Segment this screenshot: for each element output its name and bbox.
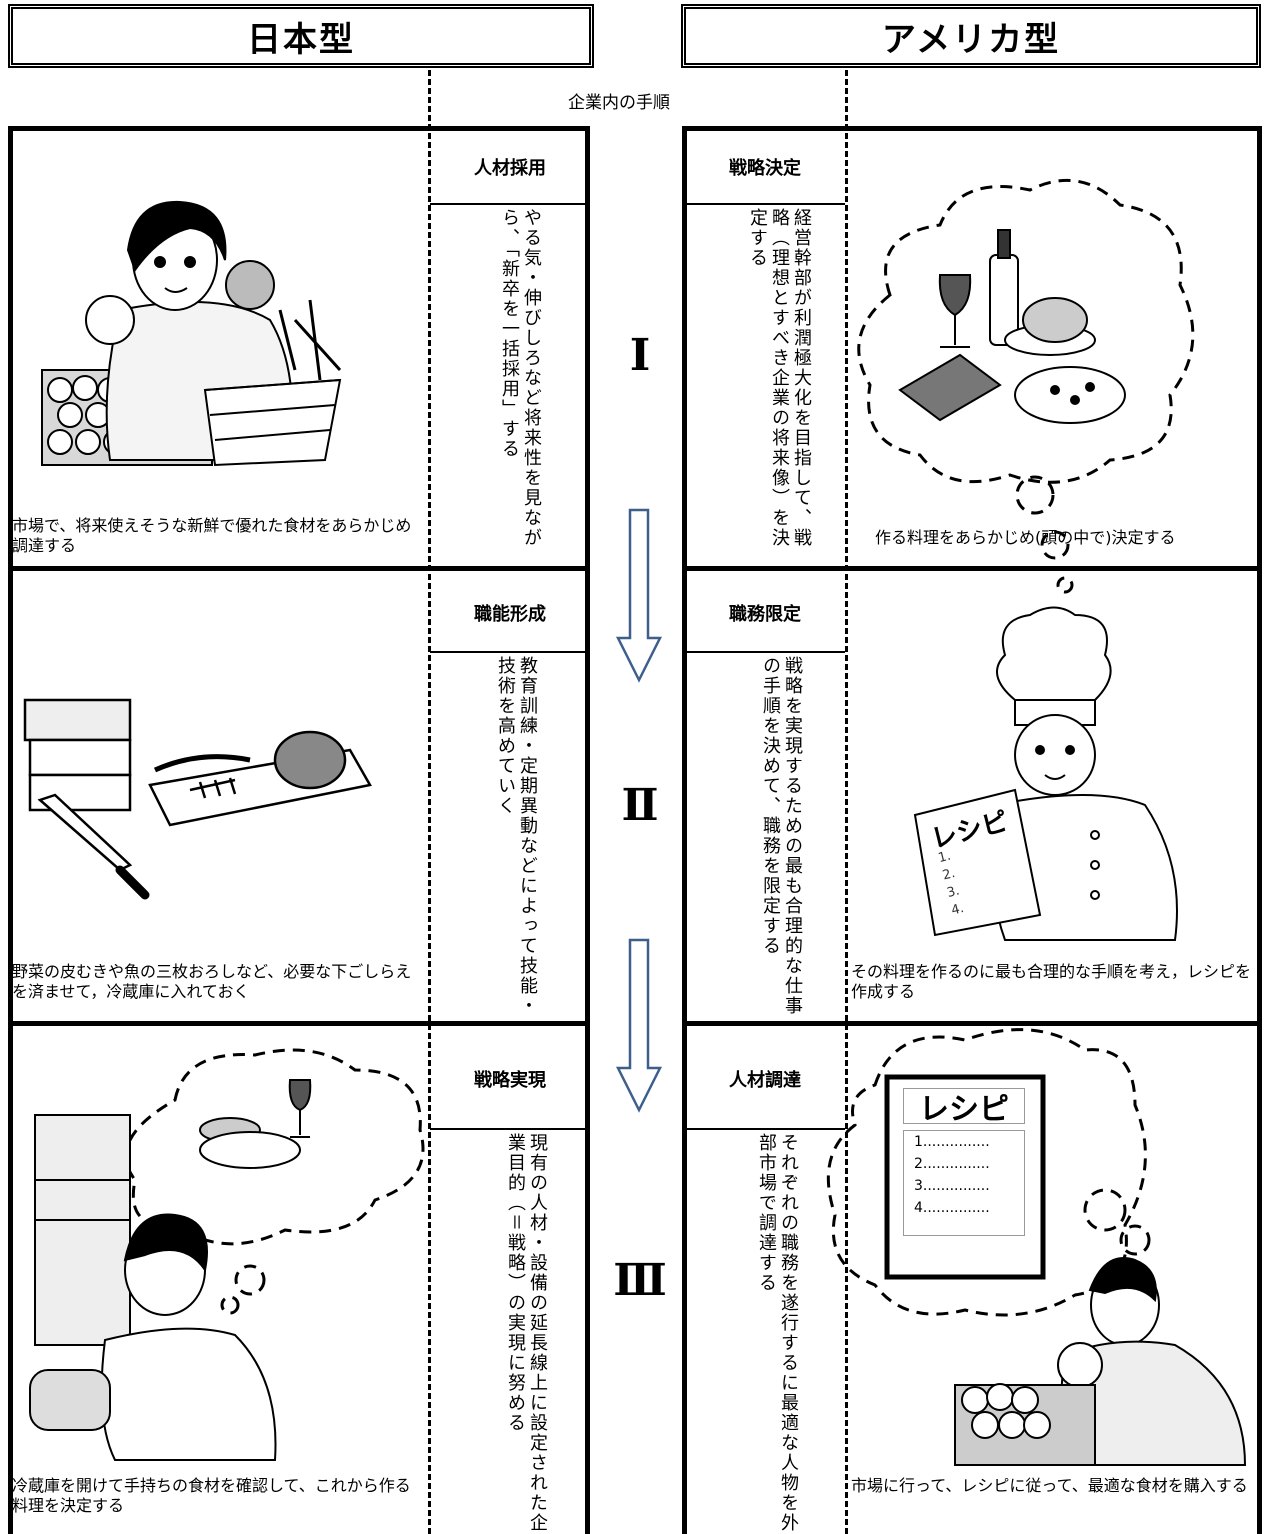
chef-with-recipe-illustration [913,606,1178,941]
japan-stage-1-caption: 市場で、将来使えそうな新鮮で優れた食材をあらかじめ調達する [12,516,412,555]
stage-1-roman: Ⅰ [629,329,651,381]
dish-thought-cloud-illustration [857,178,1195,594]
right-dashed-divider [845,70,848,1534]
japan-stage-2-text: 教育訓練・定期異動などによって技能・技術を高めていく [495,656,538,1016]
recipe-board-line: 2............... [914,1156,990,1172]
japan-stage-3-text: 現有の人材・設備の延長線上に設定された企業目的（＝戦略）の実現に努める [505,1133,548,1533]
recipe-board-line: 4............... [914,1200,990,1216]
recipe-board-line: 1............... [914,1134,990,1150]
america-stage-2-caption: その料理を作るのに最も合理的な手順を考え，レシピを作成する [851,962,1252,1001]
recipe-board-title: レシピ [903,1088,1025,1127]
america-stage-3-caption: 市場に行って、レシピに従って、最適な食材を購入する [851,1476,1248,1495]
japan-row-divider-1 [8,566,590,571]
japan-stage-2-label: 職能形成 [474,604,546,625]
header-america-type: アメリカ型 [681,4,1261,68]
recipe-board-line: 3............... [914,1178,990,1194]
header-japan-type: 日本型 [8,4,594,68]
left-dashed-divider [428,70,431,1534]
woman-shopping-illustration [41,200,342,467]
down-arrow-icon [615,938,663,1113]
japan-stage-3-caption: 冷蔵庫を開けて手持ちの食材を確認して、これから作る料理を決定する [12,1476,411,1515]
america-label-line-3 [685,1128,845,1130]
recipe-cloud-and-shopper-illustration [826,1028,1247,1466]
america-label-line-1 [685,203,845,205]
america-row-divider-1 [682,566,1262,571]
america-stage-1-caption: 作る料理をあらかじめ(頭の中で)決定する [875,528,1176,547]
japan-column-frame [8,126,590,1534]
japan-stage-2-caption: 野菜の皮むきや魚の三枚おろしなど、必要な下ごしらえを済ませて，冷蔵庫に入れておく [12,962,412,1001]
america-row-divider-2 [682,1021,1262,1026]
japan-stage-3-label: 戦略実現 [474,1070,546,1091]
america-stage-3-text: それぞれの職務を遂行するに最適な人物を外部市場で調達する [756,1133,799,1533]
america-stage-2-text: 戦略を実現するための最も合理的な仕事の手順を決めて、職務を限定する [760,656,803,1016]
cutting-board-illustration [23,698,372,900]
stage-3-roman: Ⅲ [613,1254,667,1306]
japan-label-line-3 [430,1128,590,1130]
america-stage-2-label: 職務限定 [729,604,801,625]
america-column-frame [682,126,1262,1534]
down-arrow-icon [615,508,663,683]
stage-2-roman: Ⅱ [621,779,659,831]
america-stage-3-label: 人材調達 [729,1070,801,1091]
japan-row-divider-2 [8,1021,590,1026]
japan-label-line-1 [430,203,590,205]
japan-stage-1-label: 人材採用 [474,158,546,179]
process-label: 企業内の手順 [568,93,670,113]
recipe-board-lines: 1............... 2............... 3.....… [903,1130,1025,1236]
woman-at-fridge-illustration [29,1048,425,1461]
america-stage-1-text: 経営幹部が利潤極大化を目指して、戦略（理想とすべき企業の将来像）を決定する [747,208,812,548]
america-stage-1-label: 戦略決定 [729,158,801,179]
japan-stage-1-text: やる気・伸びしろなど将来性を見ながら、「新卒を一括採用」する [499,208,542,548]
japan-label-line-2 [430,651,590,653]
america-label-line-2 [685,651,845,653]
